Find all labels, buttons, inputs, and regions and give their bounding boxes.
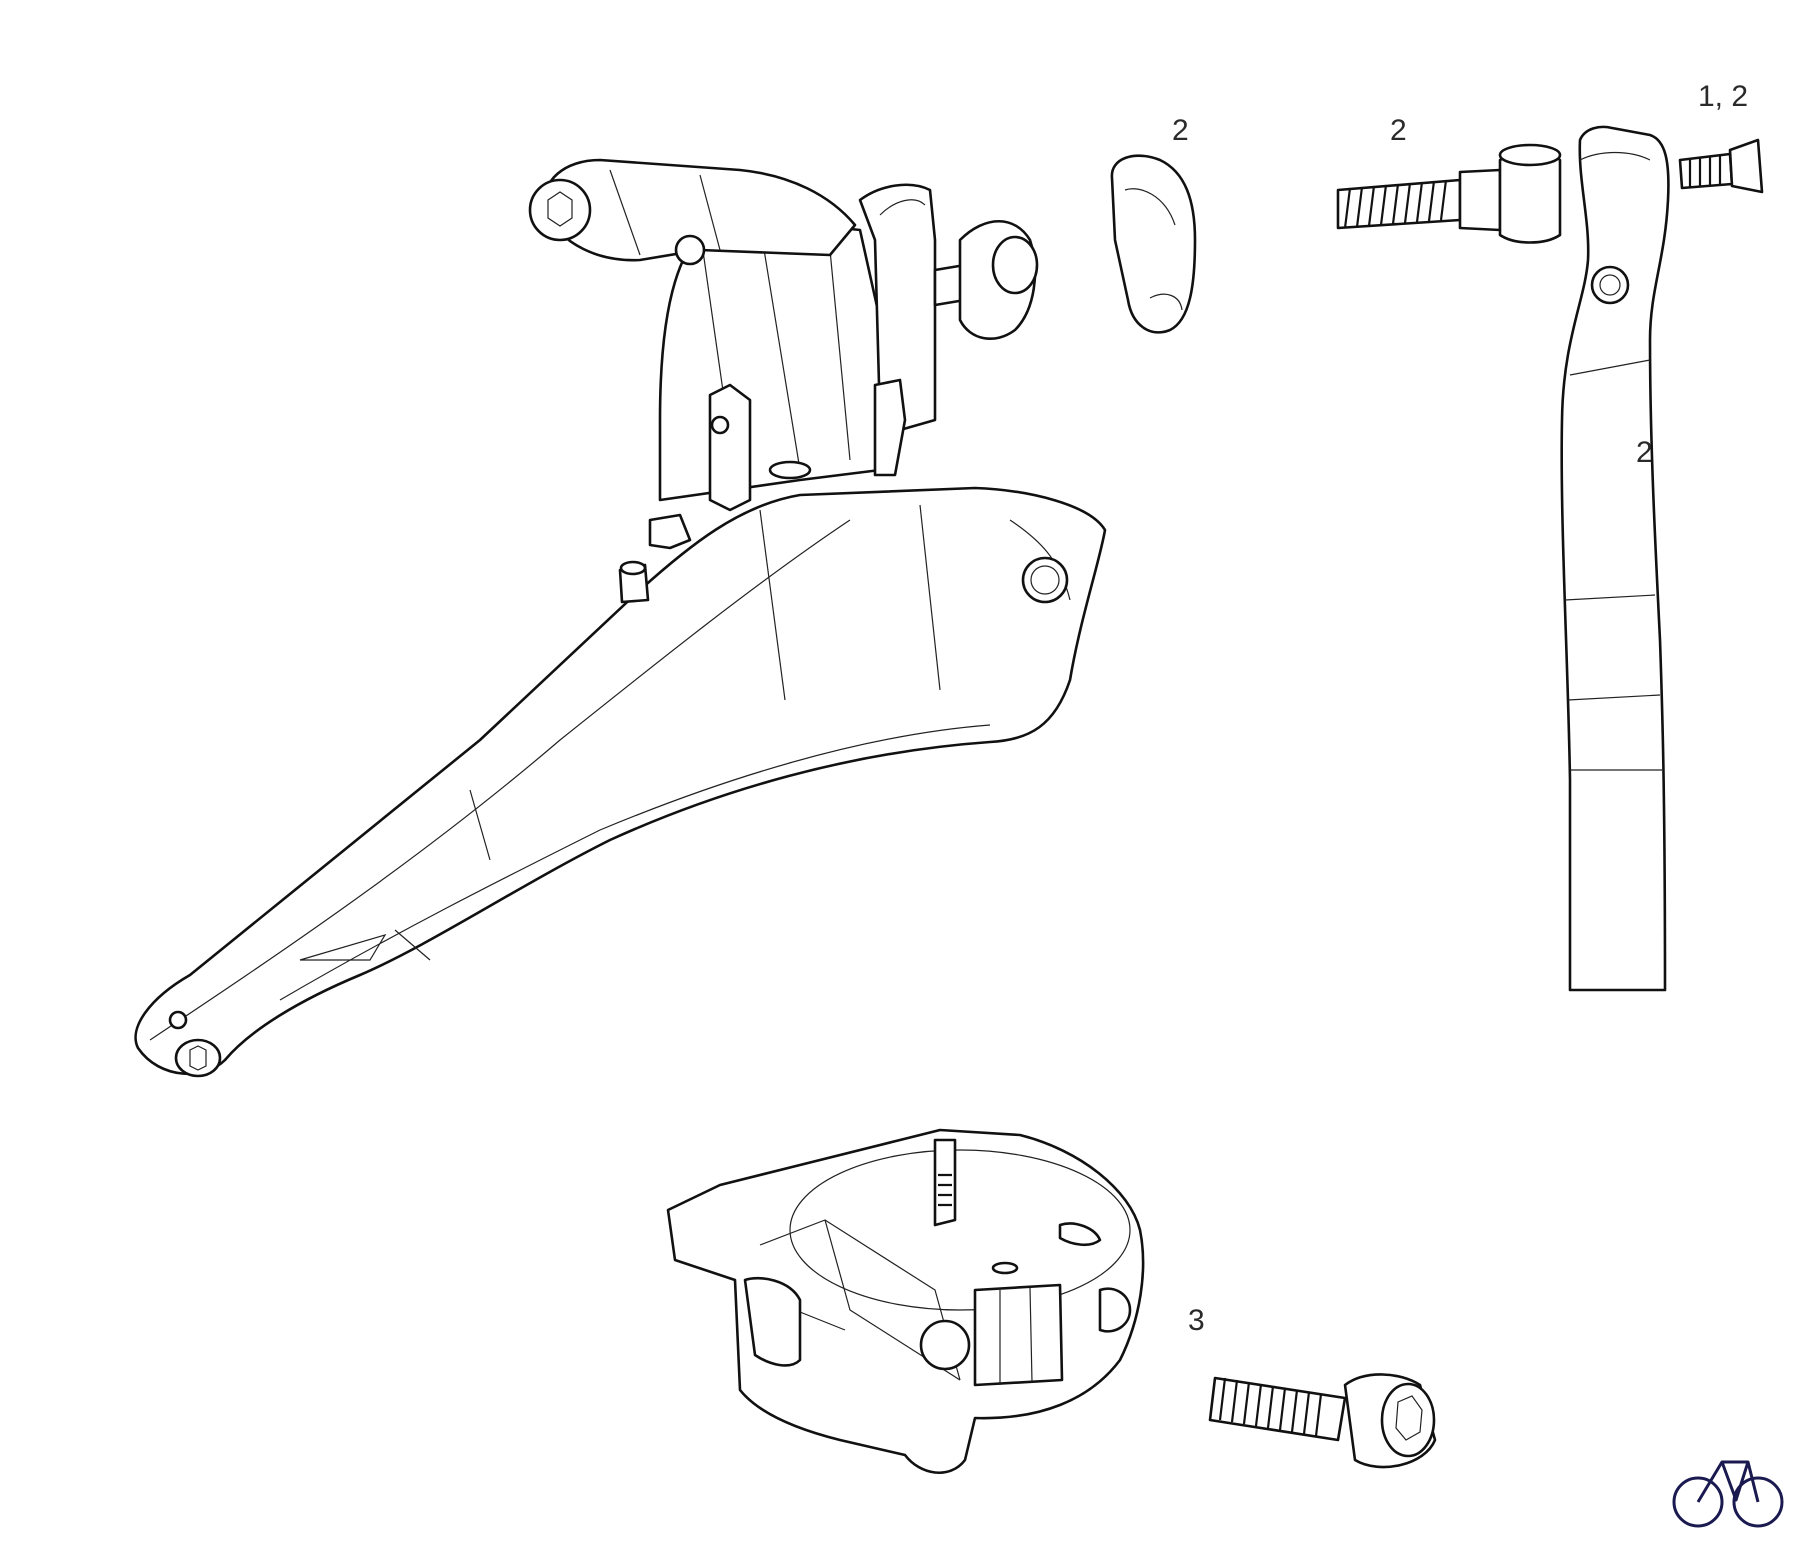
cage-plate — [1560, 125, 1670, 992]
callout-clamp-bolt: 3 — [1188, 1304, 1205, 1337]
callout-limit-bolt: 2 — [1390, 114, 1407, 147]
clamp-bolt — [1208, 1373, 1437, 1469]
small-countersunk-screw — [1678, 138, 1764, 194]
callout-screw: 1, 2 — [1698, 80, 1749, 113]
limit-bolt — [1336, 143, 1562, 244]
callout-cage-plate: 2 — [1636, 436, 1653, 469]
front-derailleur — [134, 158, 1107, 1078]
callout-spacer: 2 — [1172, 114, 1189, 147]
band-clamp — [666, 1128, 1145, 1475]
bicycle-icon — [1672, 1460, 1784, 1528]
spacer-washer — [1110, 154, 1197, 334]
